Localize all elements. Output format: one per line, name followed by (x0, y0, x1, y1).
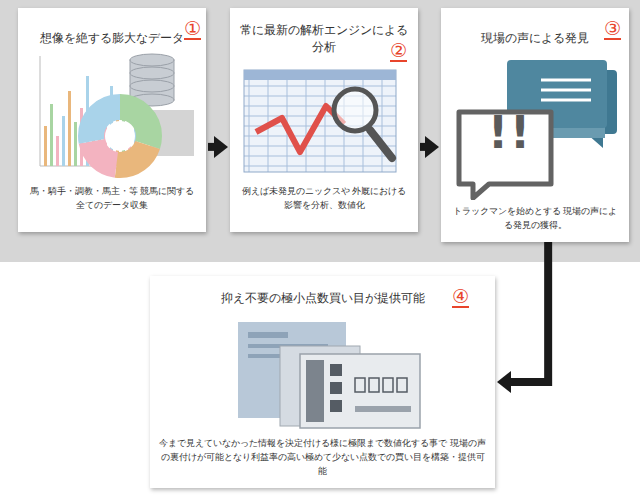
data-illustration (18, 48, 206, 183)
step-card: 抑え不要の極小点数買い目が提供可能今まで見えていなかった情報を決定付ける様に極限… (150, 276, 495, 488)
step-card: 現場の声による発見トラックマンを始めとする 現場の声による発見の獲得。 (441, 8, 629, 242)
step-card: 想像を絶する膨大なデータ馬・騎手・調教・馬主・等 競馬に関する全てのデータ収集 (18, 8, 206, 232)
analysis-illustration (230, 66, 418, 181)
exclamation-mark: !! (488, 110, 532, 156)
callout-number: ① (184, 18, 201, 40)
step-description: 馬・騎手・調教・馬主・等 競馬に関する全てのデータ収集 (26, 184, 198, 212)
flow-arrow (420, 136, 439, 158)
callout-number: ③ (604, 18, 621, 40)
step-title: 現場の声による発見 (449, 30, 621, 47)
flow-arrow (497, 242, 548, 393)
step-description: トラックマンを始めとする 現場の声による発見の獲得。 (449, 204, 621, 232)
ticket-illustration (150, 316, 495, 434)
callout-number: ④ (452, 286, 469, 308)
flow-arrow (208, 136, 228, 158)
step-description: 例えば未発見のニックスや 外厩における影響を分析、数値化 (238, 184, 410, 212)
step-title: 常に最新の解析エンジンによる 分析 (238, 22, 410, 56)
step-description: 今まで見えていなかった情報を決定付ける様に極限まで数値化する事で 現場の声の裏付… (158, 436, 488, 478)
step-title: 想像を絶する膨大なデータ (26, 30, 198, 47)
callout-number: ② (390, 40, 407, 62)
voice-illustration (441, 50, 629, 200)
step-title: 抑え不要の極小点数買い目が提供可能 (158, 290, 487, 307)
